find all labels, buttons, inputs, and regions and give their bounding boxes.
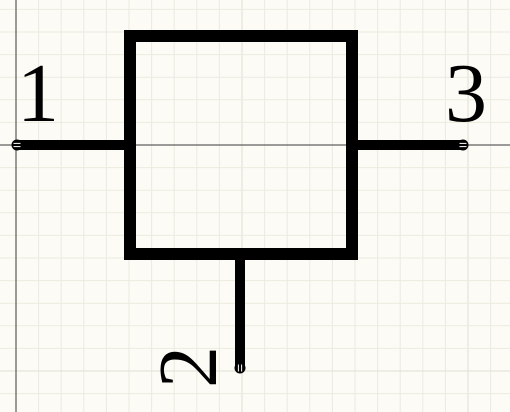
component-body-rectangle[interactable] — [124, 30, 358, 260]
pin-end-dot — [234, 362, 246, 374]
pin-end-dot — [11, 139, 23, 151]
pin-end-dot — [457, 139, 469, 151]
pin-3-end-marker[interactable] — [457, 139, 469, 151]
pin-1-end-marker[interactable] — [11, 139, 23, 151]
pin-3-number-label: 3 — [445, 47, 487, 140]
pin-1-number-label: 1 — [17, 47, 59, 140]
pin-2-end-marker[interactable] — [234, 362, 246, 374]
pin-2-number-label: 2 — [142, 346, 235, 388]
